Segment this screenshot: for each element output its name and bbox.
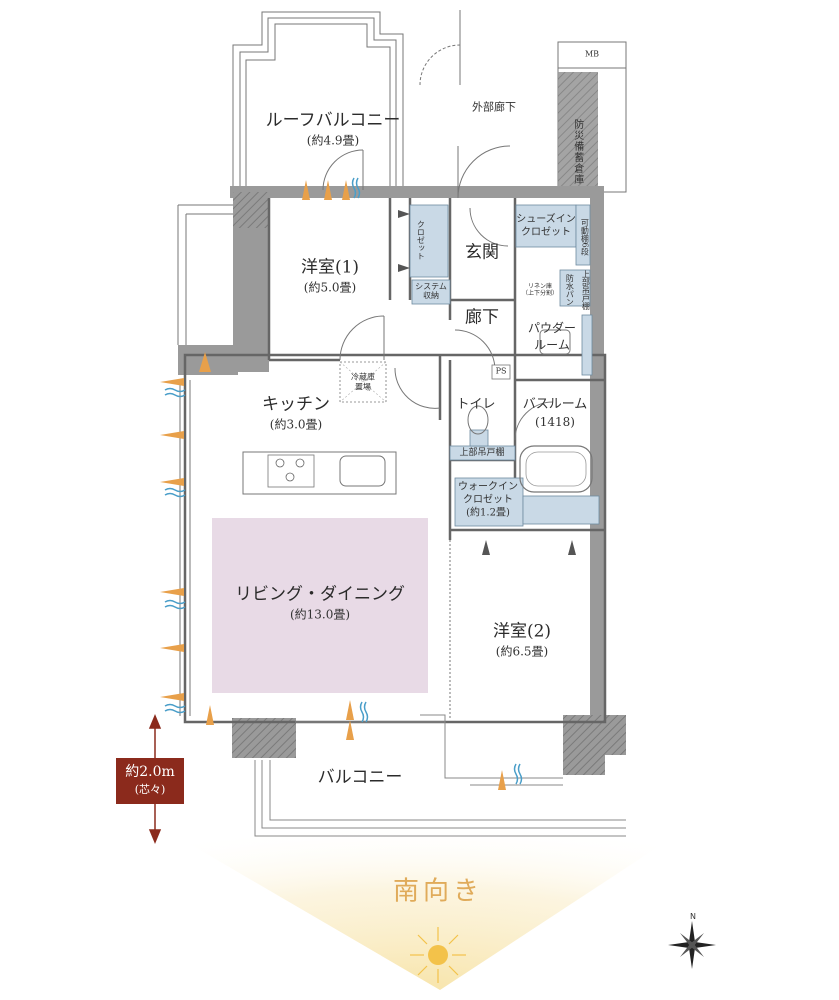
fridge-space-label: 冷蔵庫 置場	[351, 372, 375, 391]
column-bottom-right	[563, 715, 605, 775]
closet-label: クロゼット	[416, 220, 426, 260]
toilet-label: トイレ	[456, 397, 496, 413]
bathtub	[519, 445, 593, 493]
living-dining-label: リビング・ダイニング (約13.0畳)	[235, 584, 405, 622]
sun-icon	[410, 927, 466, 983]
walk-in-closet-label: ウォークイン クロゼット (約1.2畳)	[458, 481, 518, 519]
western-room-1-label: 洋室(1) (約5.0畳)	[300, 257, 360, 295]
outer-corridor-label: 外部廊下	[472, 100, 516, 114]
ps-box	[491, 364, 511, 380]
upper-storage-1-label: 上部吊戸棚	[581, 270, 591, 310]
powder-counter	[581, 314, 593, 376]
walk-in-closet	[454, 477, 524, 527]
column-mid-right	[604, 715, 626, 755]
linen-shelf-label: リネン庫 （上下分割）	[521, 282, 559, 297]
kitchen-counter	[242, 451, 397, 495]
system-storage-label: システム 収納	[415, 282, 447, 300]
sink	[539, 329, 571, 355]
mb-label: MB	[584, 49, 600, 59]
waterproof-pan-area	[559, 269, 591, 307]
column-bottom-left	[232, 718, 296, 758]
height-value: 約2.0m	[125, 764, 175, 780]
bathroom-label: バスルーム (1418)	[522, 397, 588, 429]
height-badge: 約2.0m (芯々)	[116, 758, 184, 804]
wic-shelf	[522, 495, 600, 525]
closet-1	[409, 204, 449, 278]
corridor-label: 廊下	[465, 307, 499, 328]
toilet-tank	[469, 429, 489, 447]
entrance-label: 玄関	[465, 242, 499, 263]
kitchen-sink	[339, 455, 386, 487]
living-dining-area	[212, 518, 428, 693]
roof-balcony-label: ルーフバルコニー (約4.9畳)	[265, 110, 401, 148]
shoes-in-closet	[515, 204, 577, 248]
waterproof-pan-label: 防水パン	[565, 274, 575, 306]
shoes-in-closet-label: シューズイン クロゼット	[516, 214, 576, 238]
western-room-2-label: 洋室(2) (約6.5畳)	[492, 621, 552, 659]
orientation-label: 南向き	[392, 876, 484, 907]
stove	[267, 454, 315, 488]
disaster-storage-label: 防災備蓄倉庫	[571, 119, 583, 185]
powder-room-label: パウダー ルーム	[527, 321, 577, 352]
fridge-area	[339, 361, 387, 403]
height-note: (芯々)	[134, 783, 166, 796]
kitchen-label: キッチン (約3.0畳)	[262, 394, 330, 432]
upper-cabinet-label: 上部吊戸棚	[459, 447, 505, 458]
mb-wall	[558, 72, 598, 192]
column-top-left	[233, 192, 269, 228]
compass-icon	[668, 921, 716, 969]
balcony-label: バルコニー	[317, 767, 403, 788]
movable-shelf	[575, 204, 591, 266]
movable-shelf-label: 可動棚6段	[580, 218, 590, 256]
system-storage	[411, 279, 451, 305]
ps-label: PS	[495, 366, 507, 376]
toilet-bowl	[467, 405, 489, 435]
compass-north-label: N	[690, 912, 696, 921]
sunlight-glow	[80, 780, 760, 990]
burner-icon	[275, 458, 305, 482]
